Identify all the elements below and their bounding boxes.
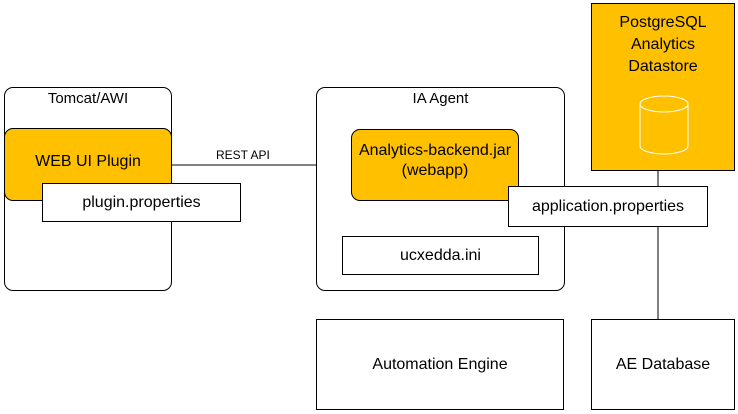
rest-api-label: REST API (216, 148, 270, 162)
ae-database-label: AE Database (615, 355, 711, 373)
automation-engine-label: Automation Engine (372, 355, 508, 373)
plugin-properties-box: plugin.properties (42, 183, 241, 222)
analytics-backend-box: Analytics-backend.jar (webapp) (351, 129, 519, 201)
analytics-backend-label: Analytics-backend.jar (webapp) (358, 142, 512, 179)
ucxedda-ini-label: ucxedda.ini (400, 246, 481, 264)
ae-database-box: AE Database (591, 319, 735, 410)
ia-agent-title: IA Agent (412, 90, 469, 107)
application-properties-label: application.properties (531, 197, 685, 215)
postgresql-datastore-label: PostgreSQL Analytics Datastore (619, 14, 707, 75)
application-properties-box: application.properties (508, 186, 708, 227)
plugin-properties-label: plugin.properties (82, 193, 201, 211)
automation-engine-box: Automation Engine (316, 319, 564, 410)
postgresql-datastore-box: PostgreSQL Analytics Datastore (591, 3, 735, 171)
database-cylinder-icon (639, 95, 689, 155)
ucxedda-ini-box: ucxedda.ini (342, 236, 539, 275)
tomcat-awi-title: Tomcat/AWI (47, 90, 129, 107)
web-ui-plugin-label: WEB UI Plugin (35, 152, 141, 170)
